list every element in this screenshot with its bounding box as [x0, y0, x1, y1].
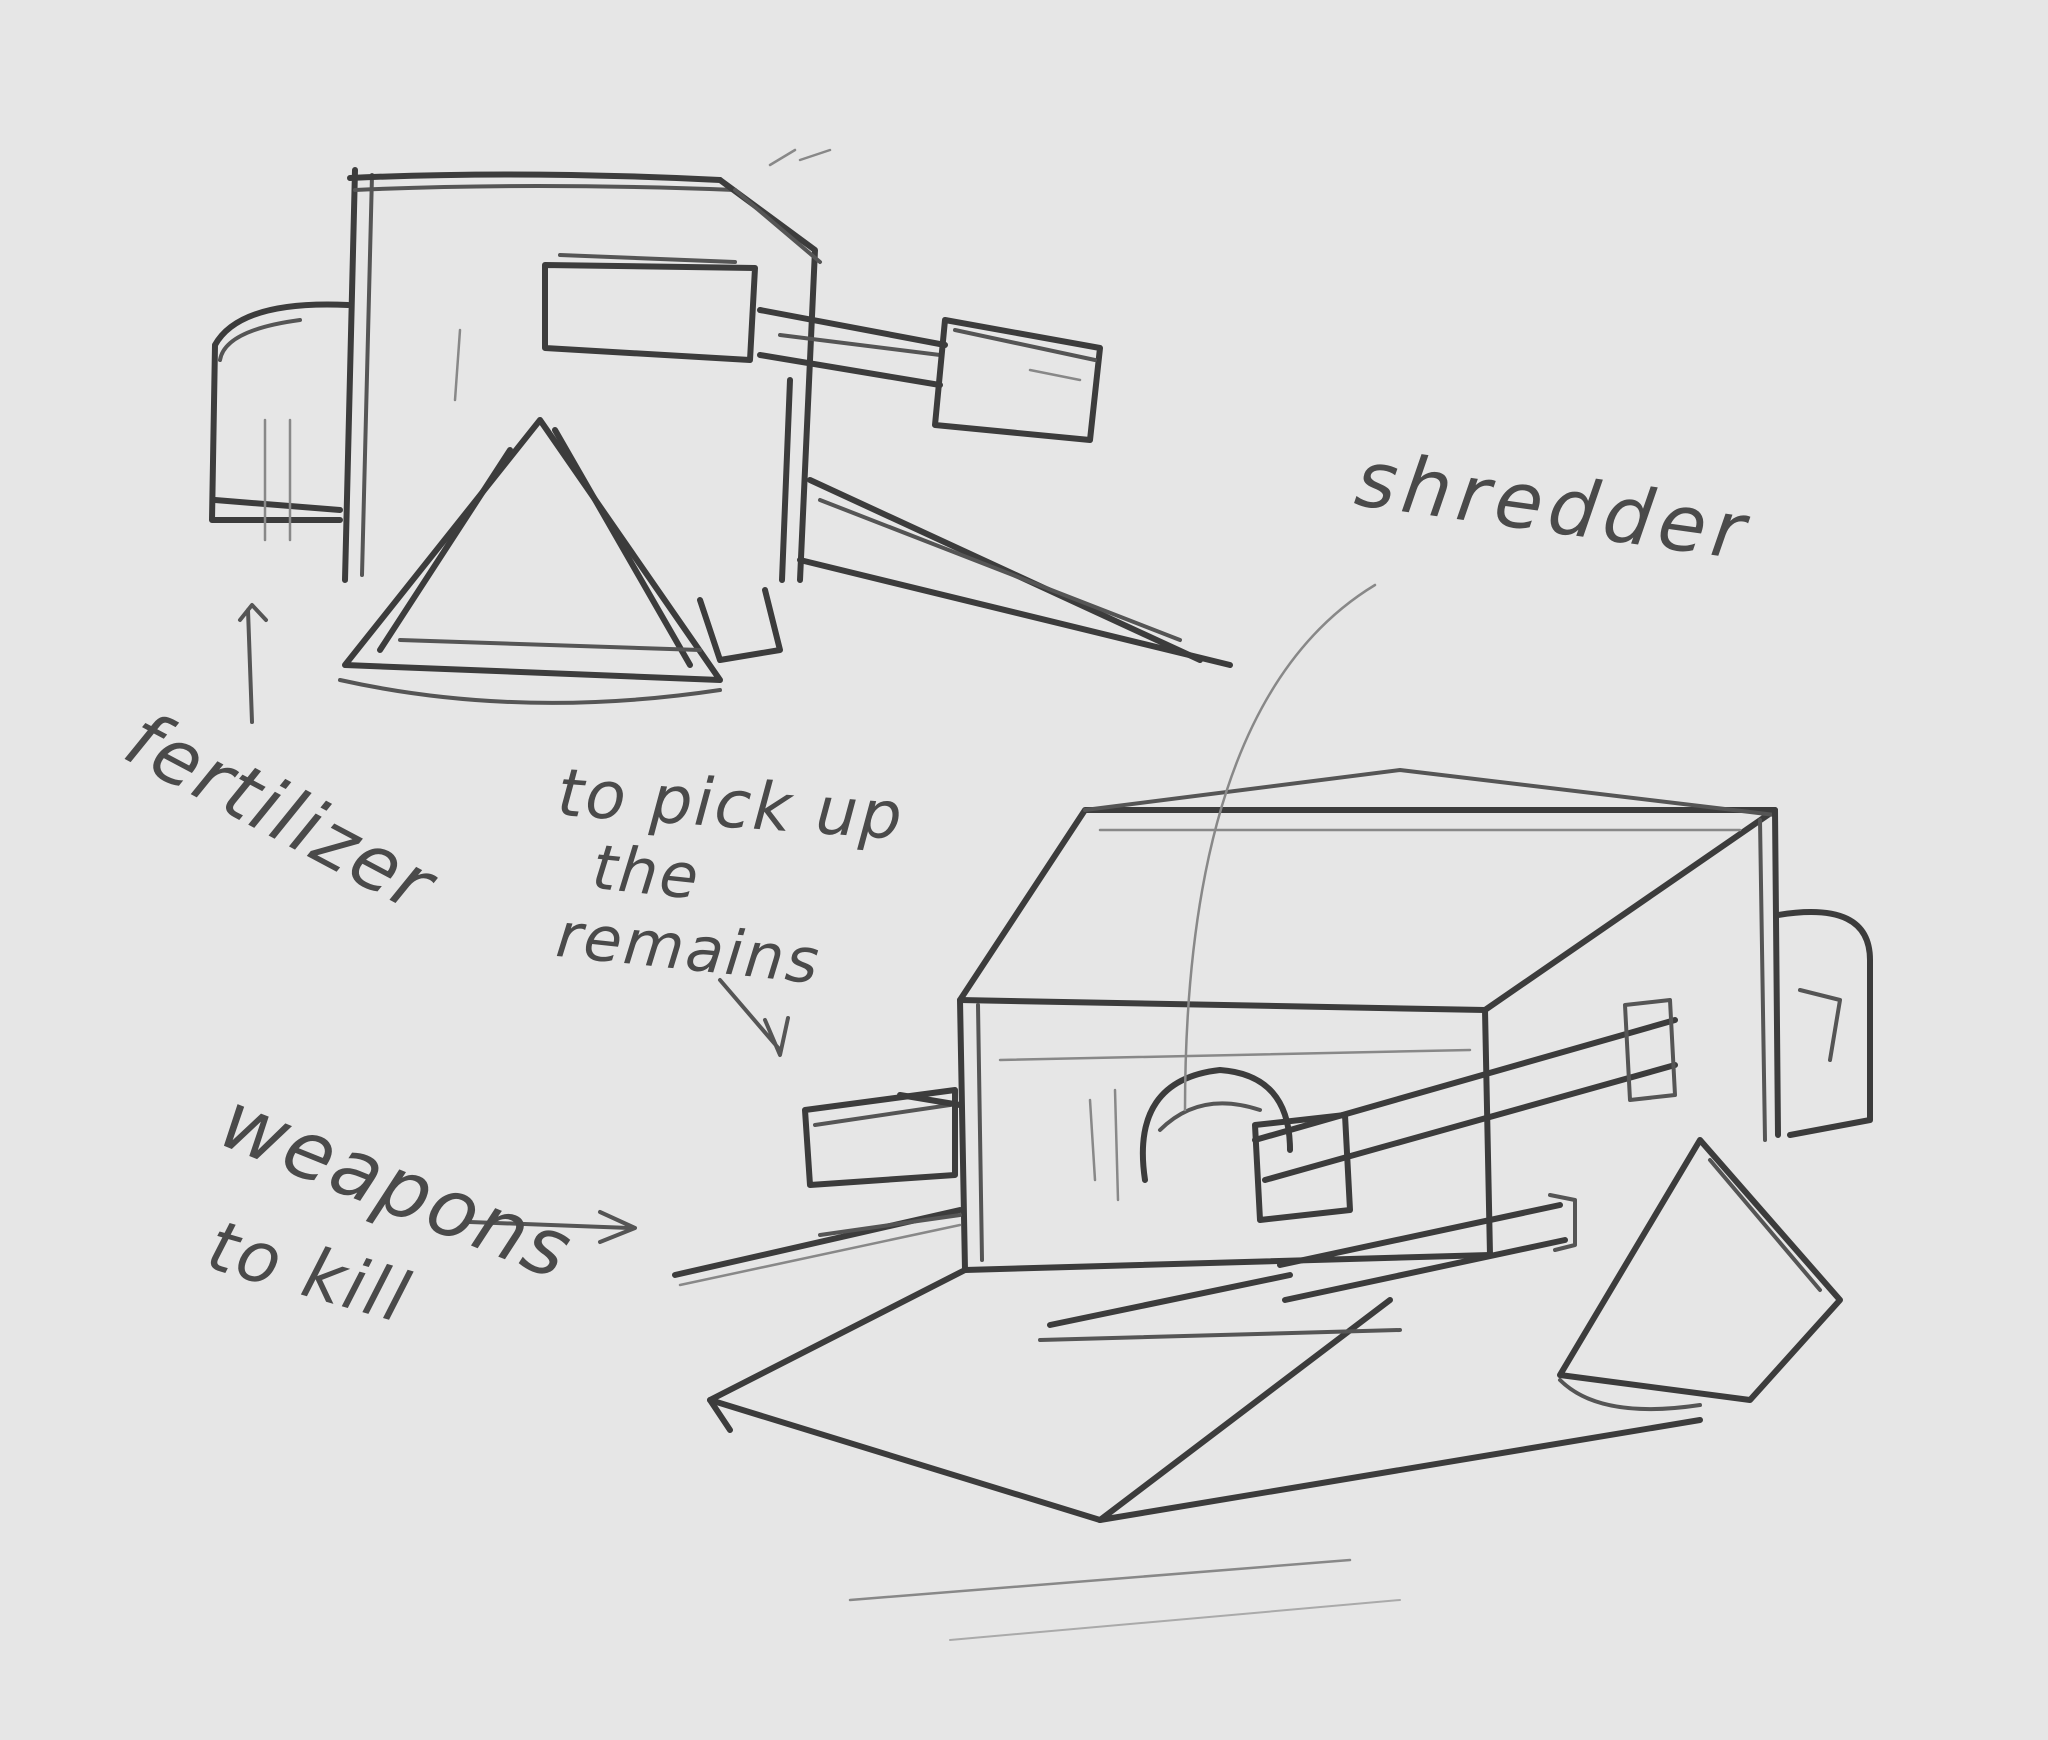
label-pickup-line-2: the	[588, 830, 704, 914]
fertilizer-arrow	[238, 603, 268, 724]
shredder-pointer-line	[1183, 583, 1377, 1112]
upper-machine-sketch	[209, 148, 1233, 705]
pickup-arrow	[718, 978, 790, 1057]
weapons-arrow	[468, 1210, 637, 1244]
lower-machine-sketch	[672, 583, 1873, 1641]
